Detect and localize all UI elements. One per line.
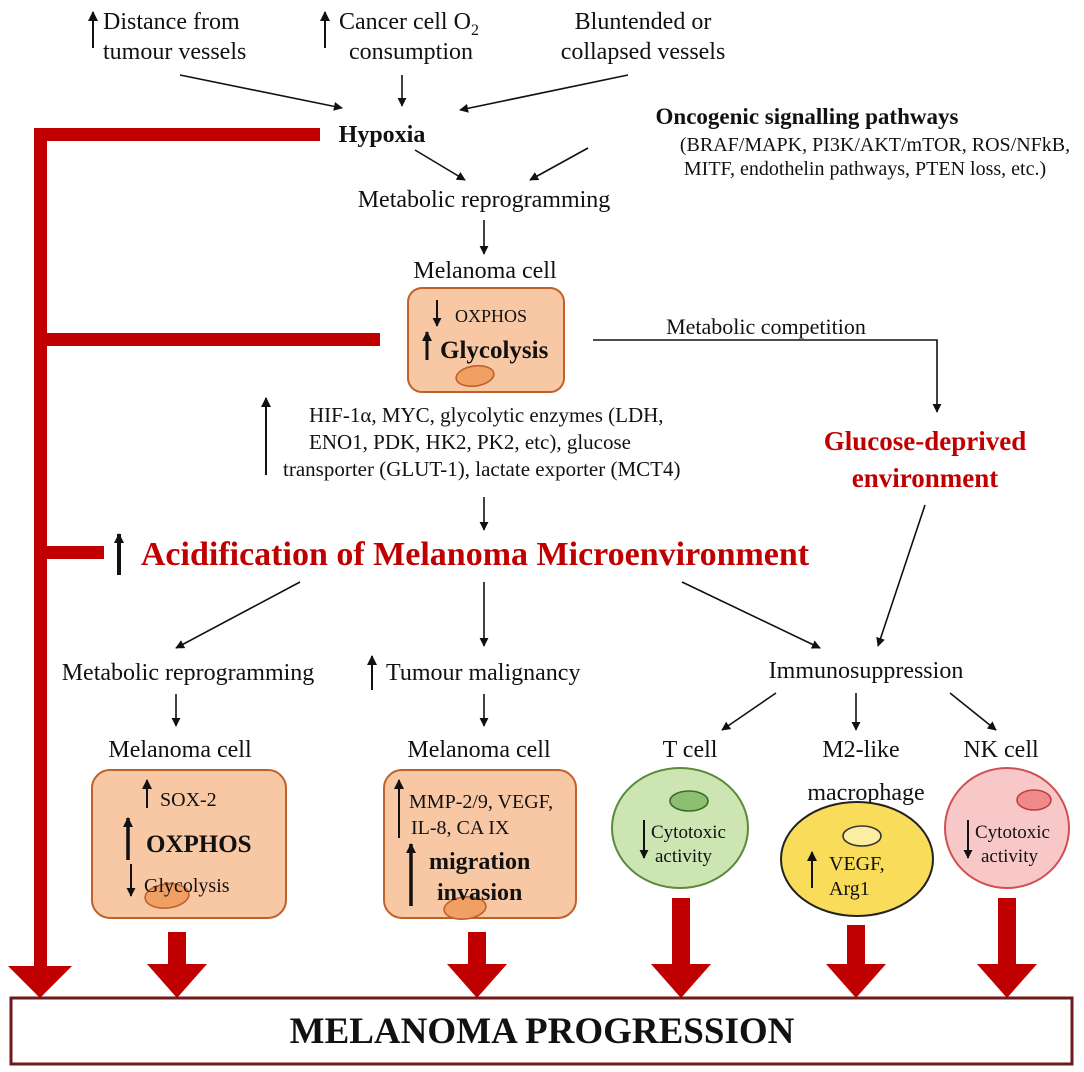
left-melanoma-cell: SOX-2 OXPHOS Glycolysis bbox=[91, 769, 287, 919]
tcell-text-line2: activity bbox=[655, 846, 712, 867]
tcell-label: T cell bbox=[663, 737, 718, 763]
tcell-text-line1: Cytotoxic bbox=[651, 822, 726, 843]
metabolic-competition-label: Metabolic competition bbox=[666, 314, 866, 339]
left-cell-sox2: SOX-2 bbox=[160, 789, 217, 811]
left-cell-label: Melanoma cell bbox=[108, 737, 252, 763]
branch-tumour-malignancy: Tumour malignancy bbox=[386, 660, 580, 686]
cause-distance: Distance from tumour vessels bbox=[88, 9, 246, 65]
nkcell-text-line1: Cytotoxic bbox=[975, 822, 1050, 843]
oncogenic-line1: (BRAF/MAPK, PI3K/AKT/mTOR, ROS/NFkB, bbox=[680, 134, 1070, 156]
left-cell-glycolysis: Glycolysis bbox=[144, 875, 230, 897]
factors-line2: ENO1, PDK, HK2, PK2, etc), glucose bbox=[309, 430, 631, 454]
oncogenic-title: Oncogenic signalling pathways bbox=[656, 104, 959, 129]
mid-cell-label: Melanoma cell bbox=[407, 737, 551, 763]
svg-text:Cancer cell O2: Cancer cell O2 bbox=[339, 9, 479, 39]
red-bar-hypoxia bbox=[34, 128, 320, 141]
red-arrow-tcell bbox=[651, 898, 711, 998]
nkcell-nucleus bbox=[1016, 789, 1052, 811]
arrows-to-hypoxia bbox=[179, 74, 629, 113]
cause-vessels-line2: collapsed vessels bbox=[561, 39, 726, 65]
melanoma-progression-label: MELANOMA PROGRESSION bbox=[290, 1011, 795, 1052]
cause-vessels-line1: Bluntended or bbox=[575, 9, 712, 35]
mid-melanoma-cell: MMP-2/9, VEGF, IL-8, CA IX migration inv… bbox=[383, 769, 577, 920]
tcell: Cytotoxic activity bbox=[611, 767, 749, 889]
top-melanoma-cell: OXPHOS Glycolysis bbox=[407, 287, 565, 393]
cause-distance-line1: Distance from bbox=[103, 9, 240, 35]
top-cell-label: Melanoma cell bbox=[413, 258, 557, 284]
left-cell-oxphos: OXPHOS bbox=[146, 831, 252, 858]
factors-line1: HIF-1α, MYC, glycolytic enzymes (LDH, bbox=[309, 403, 664, 427]
red-arrow-macrophage bbox=[826, 925, 886, 998]
red-arrowhead-left bbox=[8, 966, 72, 998]
red-arrow-left-cell bbox=[147, 932, 207, 998]
arrows-to-metabolic-reprogramming bbox=[414, 147, 589, 181]
factors-line3: transporter (GLUT-1), lactate exporter (… bbox=[283, 457, 681, 481]
cause-o2: Cancer cell O2 consumption bbox=[320, 9, 479, 65]
nkcell-text-line2: activity bbox=[981, 846, 1038, 867]
factors-text: HIF-1α, MYC, glycolytic enzymes (LDH, EN… bbox=[283, 403, 681, 481]
macrophage-nucleus bbox=[842, 825, 882, 847]
nkcell-label: NK cell bbox=[963, 737, 1039, 763]
macrophage-text-line1: VEGF, bbox=[829, 853, 885, 875]
arrows-from-acidification bbox=[175, 504, 926, 649]
oncogenic-line2: MITF, endothelin pathways, PTEN loss, et… bbox=[684, 158, 1046, 180]
arrow-metabolic-competition bbox=[593, 339, 942, 413]
red-feedback-bars bbox=[8, 128, 1037, 998]
arrows-to-cells bbox=[171, 692, 997, 731]
cause-o2-text: Cancer cell O bbox=[339, 9, 471, 35]
top-cell-organelle bbox=[455, 364, 495, 388]
cause-vessels: Bluntended or collapsed vessels bbox=[561, 9, 726, 65]
cause-o2-line2: consumption bbox=[349, 39, 473, 65]
cause-o2-subscript: 2 bbox=[471, 22, 479, 39]
mid-cell-migration: migration bbox=[429, 849, 530, 875]
mid-cell-markers-line1: MMP-2/9, VEGF, bbox=[409, 791, 553, 813]
macrophage-text-line2: Arg1 bbox=[829, 878, 870, 900]
branch-immunosuppression: Immunosuppression bbox=[769, 658, 964, 684]
cause-distance-line2: tumour vessels bbox=[103, 39, 246, 65]
mid-cell-markers-line2: IL-8, CA IX bbox=[411, 817, 510, 839]
macrophage-label-line1: M2-like bbox=[822, 737, 899, 763]
glucose-deprived-line2: environment bbox=[852, 463, 999, 493]
hypoxia-label: Hypoxia bbox=[339, 122, 426, 148]
top-cell-oxphos: OXPHOS bbox=[455, 306, 527, 326]
metabolic-reprogramming-top: Metabolic reprogramming bbox=[358, 187, 611, 213]
acidification-label: Acidification of Melanoma Microenvironme… bbox=[141, 536, 810, 573]
macrophage: VEGF, Arg1 bbox=[780, 801, 934, 917]
red-bar-acidification bbox=[34, 546, 104, 559]
red-arrow-mid-cell bbox=[447, 932, 507, 998]
glucose-deprived-line1: Glucose-deprived bbox=[824, 426, 1027, 456]
oncogenic-pathways: Oncogenic signalling pathways (BRAF/MAPK… bbox=[656, 104, 1071, 180]
red-bar-glycolysis bbox=[34, 333, 380, 346]
melanoma-progression-box: MELANOMA PROGRESSION bbox=[9, 996, 1074, 1066]
nkcell: Cytotoxic activity bbox=[944, 767, 1070, 889]
red-arrow-nkcell bbox=[977, 898, 1037, 998]
left-cell-organelle bbox=[144, 883, 190, 909]
branch-metabolic-reprogramming: Metabolic reprogramming bbox=[62, 660, 315, 686]
mid-cell-invasion: invasion bbox=[437, 880, 522, 906]
tcell-nucleus bbox=[669, 790, 709, 812]
mid-cell-organelle bbox=[443, 896, 487, 920]
top-cell-glycolysis: Glycolysis bbox=[440, 337, 549, 364]
